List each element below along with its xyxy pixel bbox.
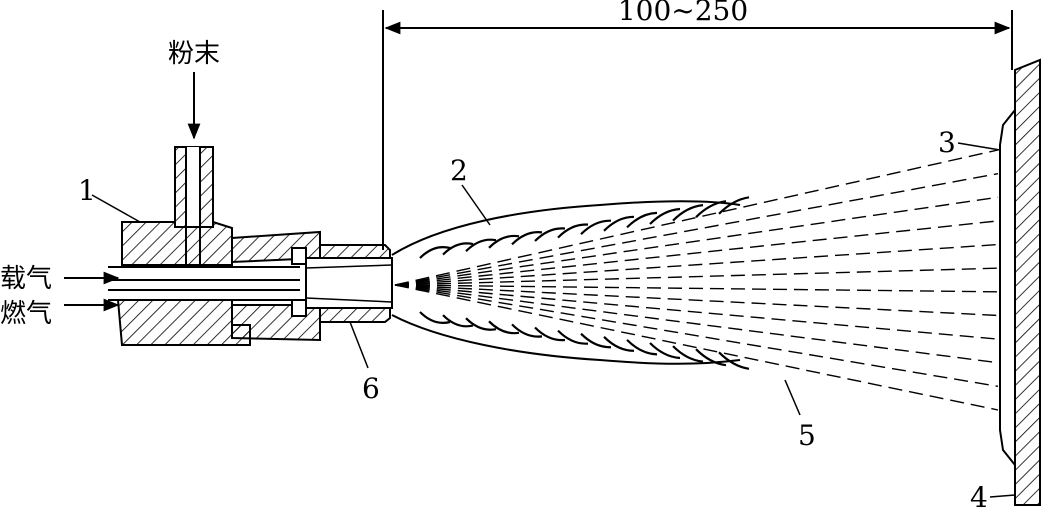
spray-gun-body [108, 146, 393, 346]
powder-label: 粉末 [168, 39, 220, 69]
flame-stroke [442, 242, 474, 256]
callouts: 1 2 3 4 5 6 [78, 126, 1016, 514]
flame-stroke [603, 336, 635, 352]
flame [391, 196, 750, 370]
flame-stroke [672, 345, 704, 363]
powder-inlet: 粉末 [168, 39, 220, 140]
substrate [1014, 58, 1041, 506]
spray-line [394, 284, 999, 364]
spray-line [394, 284, 999, 388]
flame-stroke [626, 211, 658, 229]
spray-line [394, 220, 999, 286]
flame-stroke [718, 196, 750, 215]
flame-stroke [557, 329, 589, 345]
carrier-gas-label: 载气 [0, 264, 52, 294]
callout-5: 5 [798, 419, 816, 452]
callout-3: 3 [938, 126, 956, 159]
flame-stroke [649, 207, 681, 225]
callout-1: 1 [78, 174, 96, 207]
flame-stroke [534, 326, 566, 342]
dimension-label: 100~250 [618, 0, 748, 27]
flame-stroke [672, 204, 704, 222]
spray-line [394, 284, 999, 411]
flame-stroke [488, 320, 520, 335]
flame-stroke [695, 348, 727, 367]
callout-4: 4 [970, 481, 988, 514]
dimension-marker: 100~250 [382, 0, 1013, 250]
spray-line [394, 267, 999, 286]
coating-layer [999, 107, 1016, 468]
flame-stroke [511, 323, 543, 338]
spray-line [394, 284, 999, 293]
callout-6: 6 [362, 372, 380, 405]
flame-stroke [649, 342, 681, 360]
flame-stroke [465, 317, 497, 331]
spray-stream [394, 149, 999, 411]
flame-stroke [557, 223, 589, 239]
callout-2: 2 [450, 154, 468, 187]
spray-line [394, 243, 999, 286]
spray-line [394, 284, 999, 340]
flame-stroke [442, 314, 474, 328]
flame-stroke [419, 311, 451, 324]
flame-stroke [534, 227, 566, 242]
spray-line [394, 149, 999, 286]
spray-line [394, 172, 999, 286]
spray-line [394, 284, 999, 317]
fuel-gas-label: 燃气 [0, 299, 52, 329]
flame-stroke [626, 339, 658, 356]
spray-line [394, 196, 999, 286]
flame-stroke [603, 215, 635, 232]
flame-stroke [718, 351, 750, 370]
flame-stroke [695, 200, 727, 218]
flame-stroke [465, 238, 497, 252]
flame-stroke [580, 332, 612, 349]
flame-stroke [580, 219, 612, 235]
flame-stroke [488, 234, 520, 249]
flame-stroke [511, 231, 543, 246]
gas-inlets: 载气 燃气 [0, 264, 120, 329]
flame-stroke [419, 246, 451, 259]
